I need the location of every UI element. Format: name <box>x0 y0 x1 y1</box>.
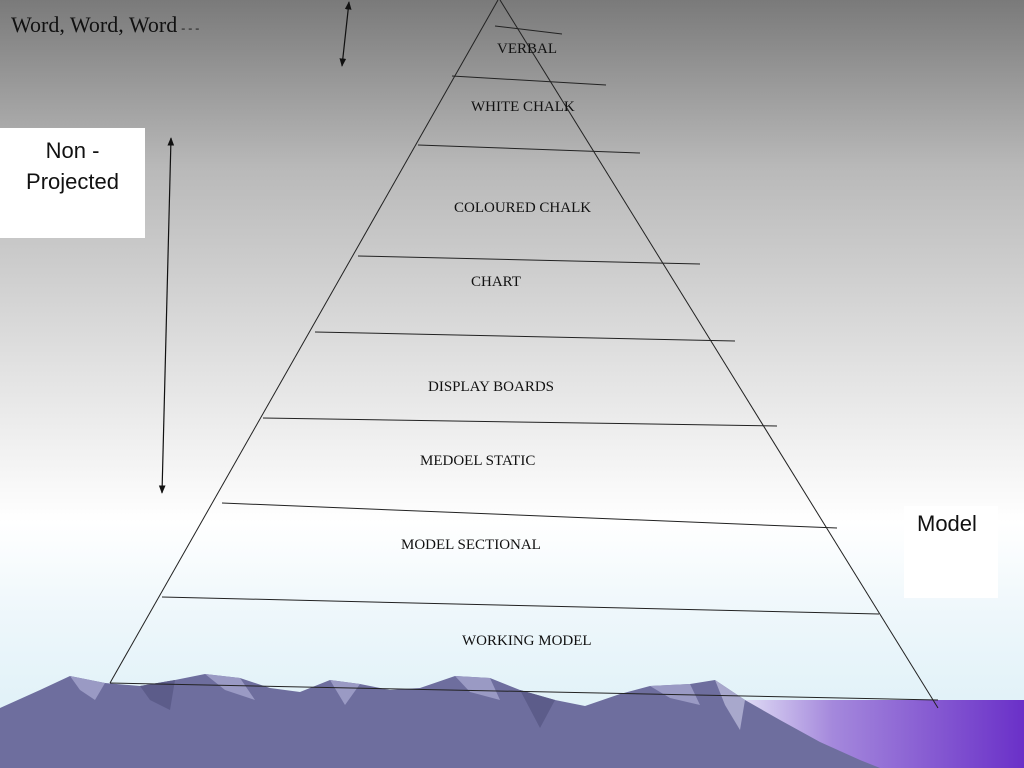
pyramid-dividers <box>161 25 880 615</box>
non-projected-box: Non - Projected <box>0 128 145 238</box>
double-arrow-left <box>158 137 175 494</box>
level-display-boards: DISPLAY BOARDS <box>428 379 554 395</box>
non-projected-line1: Non - <box>45 138 100 163</box>
model-label: Model <box>917 511 977 536</box>
level-working-model: WORKING MODEL <box>462 633 592 649</box>
model-box: Model <box>904 506 998 598</box>
level-chart: CHART <box>471 274 521 290</box>
level-medoel-static: MEDOEL STATIC <box>420 453 535 469</box>
level-model-sectional: MODEL SECTIONAL <box>401 537 541 553</box>
double-arrow-top <box>339 1 352 67</box>
pyramid-outline <box>109 0 939 709</box>
title-dashes: - - - <box>181 21 200 35</box>
title-text: Word, Word, Word- - - <box>11 12 199 38</box>
non-projected-line2: Projected <box>26 169 119 194</box>
mountain-range <box>0 674 880 768</box>
level-white-chalk: WHITE CHALK <box>471 99 575 115</box>
title-words: Word, Word, Word <box>11 12 178 37</box>
level-verbal: VERBAL <box>497 41 557 57</box>
level-coloured-chalk: COLOURED CHALK <box>454 200 591 216</box>
